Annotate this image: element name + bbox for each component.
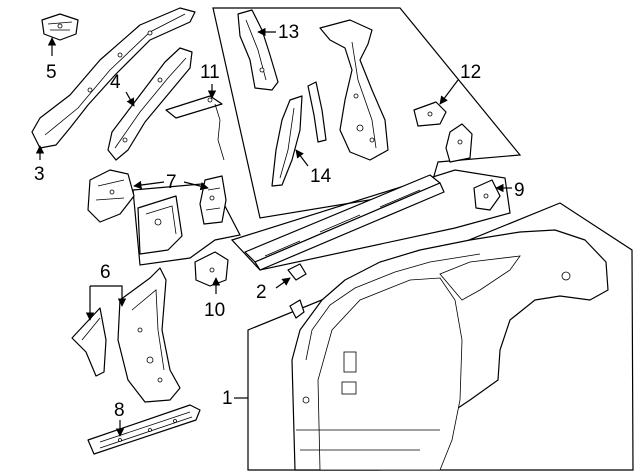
callout-14: 14 (310, 166, 332, 187)
part-10-bracket (194, 251, 229, 287)
part-7-bracket-left (87, 169, 135, 223)
leader-2 (275, 277, 291, 289)
leader-14 (295, 149, 309, 167)
callout-1: 1 (222, 388, 233, 409)
part-11-bracket (165, 95, 225, 161)
callout-13: 13 (278, 22, 299, 43)
part-13-pillar (237, 9, 279, 91)
group-outline-12 (212, 7, 522, 219)
callout-6: 6 (100, 262, 111, 283)
part-12-small-bracket-a (413, 101, 447, 127)
part-1-body-side (291, 229, 609, 471)
part-7-panel (137, 195, 183, 255)
callout-10: 10 (204, 300, 225, 321)
leader-12 (439, 79, 459, 105)
part-6-piece-a (71, 307, 107, 377)
part-12-small-bracket-b (445, 123, 473, 163)
callout-9: 9 (514, 180, 525, 201)
part-7-bracket-right (199, 175, 227, 225)
part-8-rocker (87, 404, 201, 455)
leader-7a (133, 180, 165, 190)
callout-12: 12 (460, 62, 481, 83)
leader-6b (90, 285, 127, 307)
callout-3: 3 (34, 164, 45, 185)
callout-8: 8 (114, 400, 125, 421)
callout-11: 11 (200, 62, 220, 83)
callout-7: 7 (166, 172, 177, 193)
callout-4: 4 (110, 72, 121, 93)
part-12-b-pillar (319, 19, 389, 161)
callout-5: 5 (46, 62, 57, 83)
part-9-rail (244, 174, 501, 271)
part-5-bracket (41, 13, 79, 41)
part-3-pillar (31, 7, 196, 149)
callout-2: 2 (256, 282, 267, 303)
leader-7b (183, 181, 209, 191)
part-4-pillar-inner (107, 47, 193, 161)
group-outline-1 (247, 202, 634, 471)
part-14-reinforcement (271, 81, 327, 187)
part-2-plug (287, 263, 307, 319)
leader-4 (125, 91, 135, 107)
part-6-hinge-pillar (117, 267, 181, 403)
